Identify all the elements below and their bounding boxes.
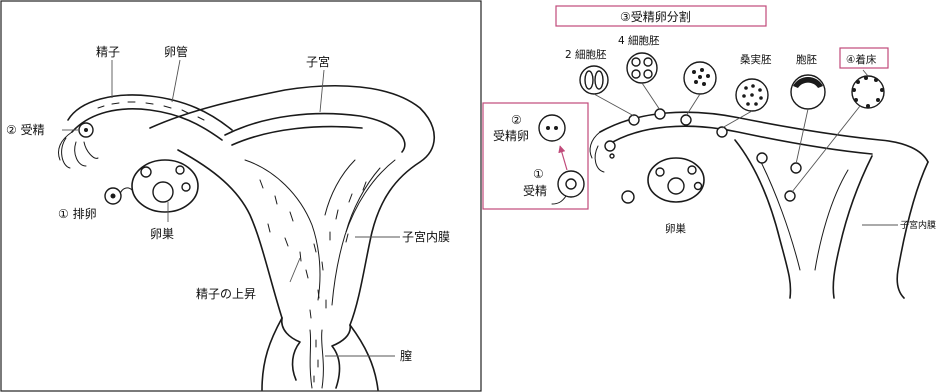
label-fertilization: ② 受精	[6, 123, 45, 137]
right-panel: ③受精卵分割 ④着床	[483, 6, 936, 298]
label-sperm: 精子	[96, 45, 120, 59]
left-panel: 精子 卵管 子宮 ② 受精 ① 排卵 卵巣 子宮内膜 精子の上昇 膣	[1, 1, 481, 391]
embryo-morula	[736, 79, 768, 111]
label-fertilization-num: ①	[533, 167, 544, 181]
label-morula: 桑実胚	[740, 53, 772, 66]
uterus-drawing-right	[590, 112, 928, 298]
embryo-four-cell	[627, 53, 657, 83]
label-ovulation: ① 排卵	[58, 207, 97, 221]
embryo-multicell	[684, 62, 716, 94]
label-vagina: 膣	[400, 348, 412, 363]
ovary-left	[120, 160, 198, 212]
label-fertilization-right: 受精	[523, 184, 547, 198]
sperm-marks-uterus	[260, 180, 366, 382]
label-implantation: ④着床	[846, 53, 877, 66]
uterus-drawing	[150, 86, 434, 390]
label-endometrium: 子宮内膜	[402, 229, 450, 244]
label-fertilized-egg: 受精卵	[493, 129, 529, 143]
embryo-two-cell	[580, 66, 608, 94]
label-blastocyst: 胞胚	[796, 54, 817, 66]
ovary-right	[622, 158, 704, 203]
label-oviduct: 卵管	[164, 44, 188, 59]
label-four-cell: 4 細胞胚	[618, 34, 660, 47]
label-sperm-ascent: 精子の上昇	[196, 287, 256, 301]
label-fertilized-egg-num: ②	[511, 113, 522, 127]
label-division-title: ③受精卵分割	[620, 9, 691, 24]
embryo-blastocyst	[791, 75, 825, 109]
label-endometrium-right: 子宮内膜	[900, 219, 936, 231]
label-uterus: 子宮	[306, 54, 330, 69]
label-two-cell: 2 細胞胚	[565, 48, 607, 61]
left-panel-border	[1, 1, 481, 391]
embryo-implanting	[852, 76, 884, 108]
label-ovary-right: 卵巣	[665, 222, 686, 235]
label-ovary: 卵巣	[150, 227, 174, 241]
